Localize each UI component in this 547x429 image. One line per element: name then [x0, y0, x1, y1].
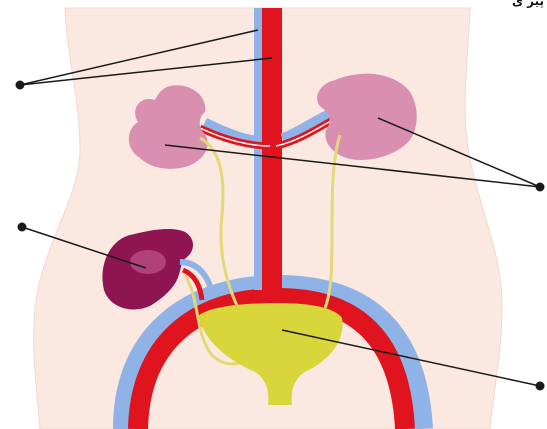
kidney-diseased-highlight	[130, 250, 166, 274]
dot-marker-kidneys	[536, 183, 545, 192]
kidney-right	[317, 74, 417, 160]
dot-marker-bladder	[536, 382, 545, 391]
dot-marker-vessels	[16, 81, 25, 90]
dot-marker-diseased-kidney	[18, 223, 27, 232]
